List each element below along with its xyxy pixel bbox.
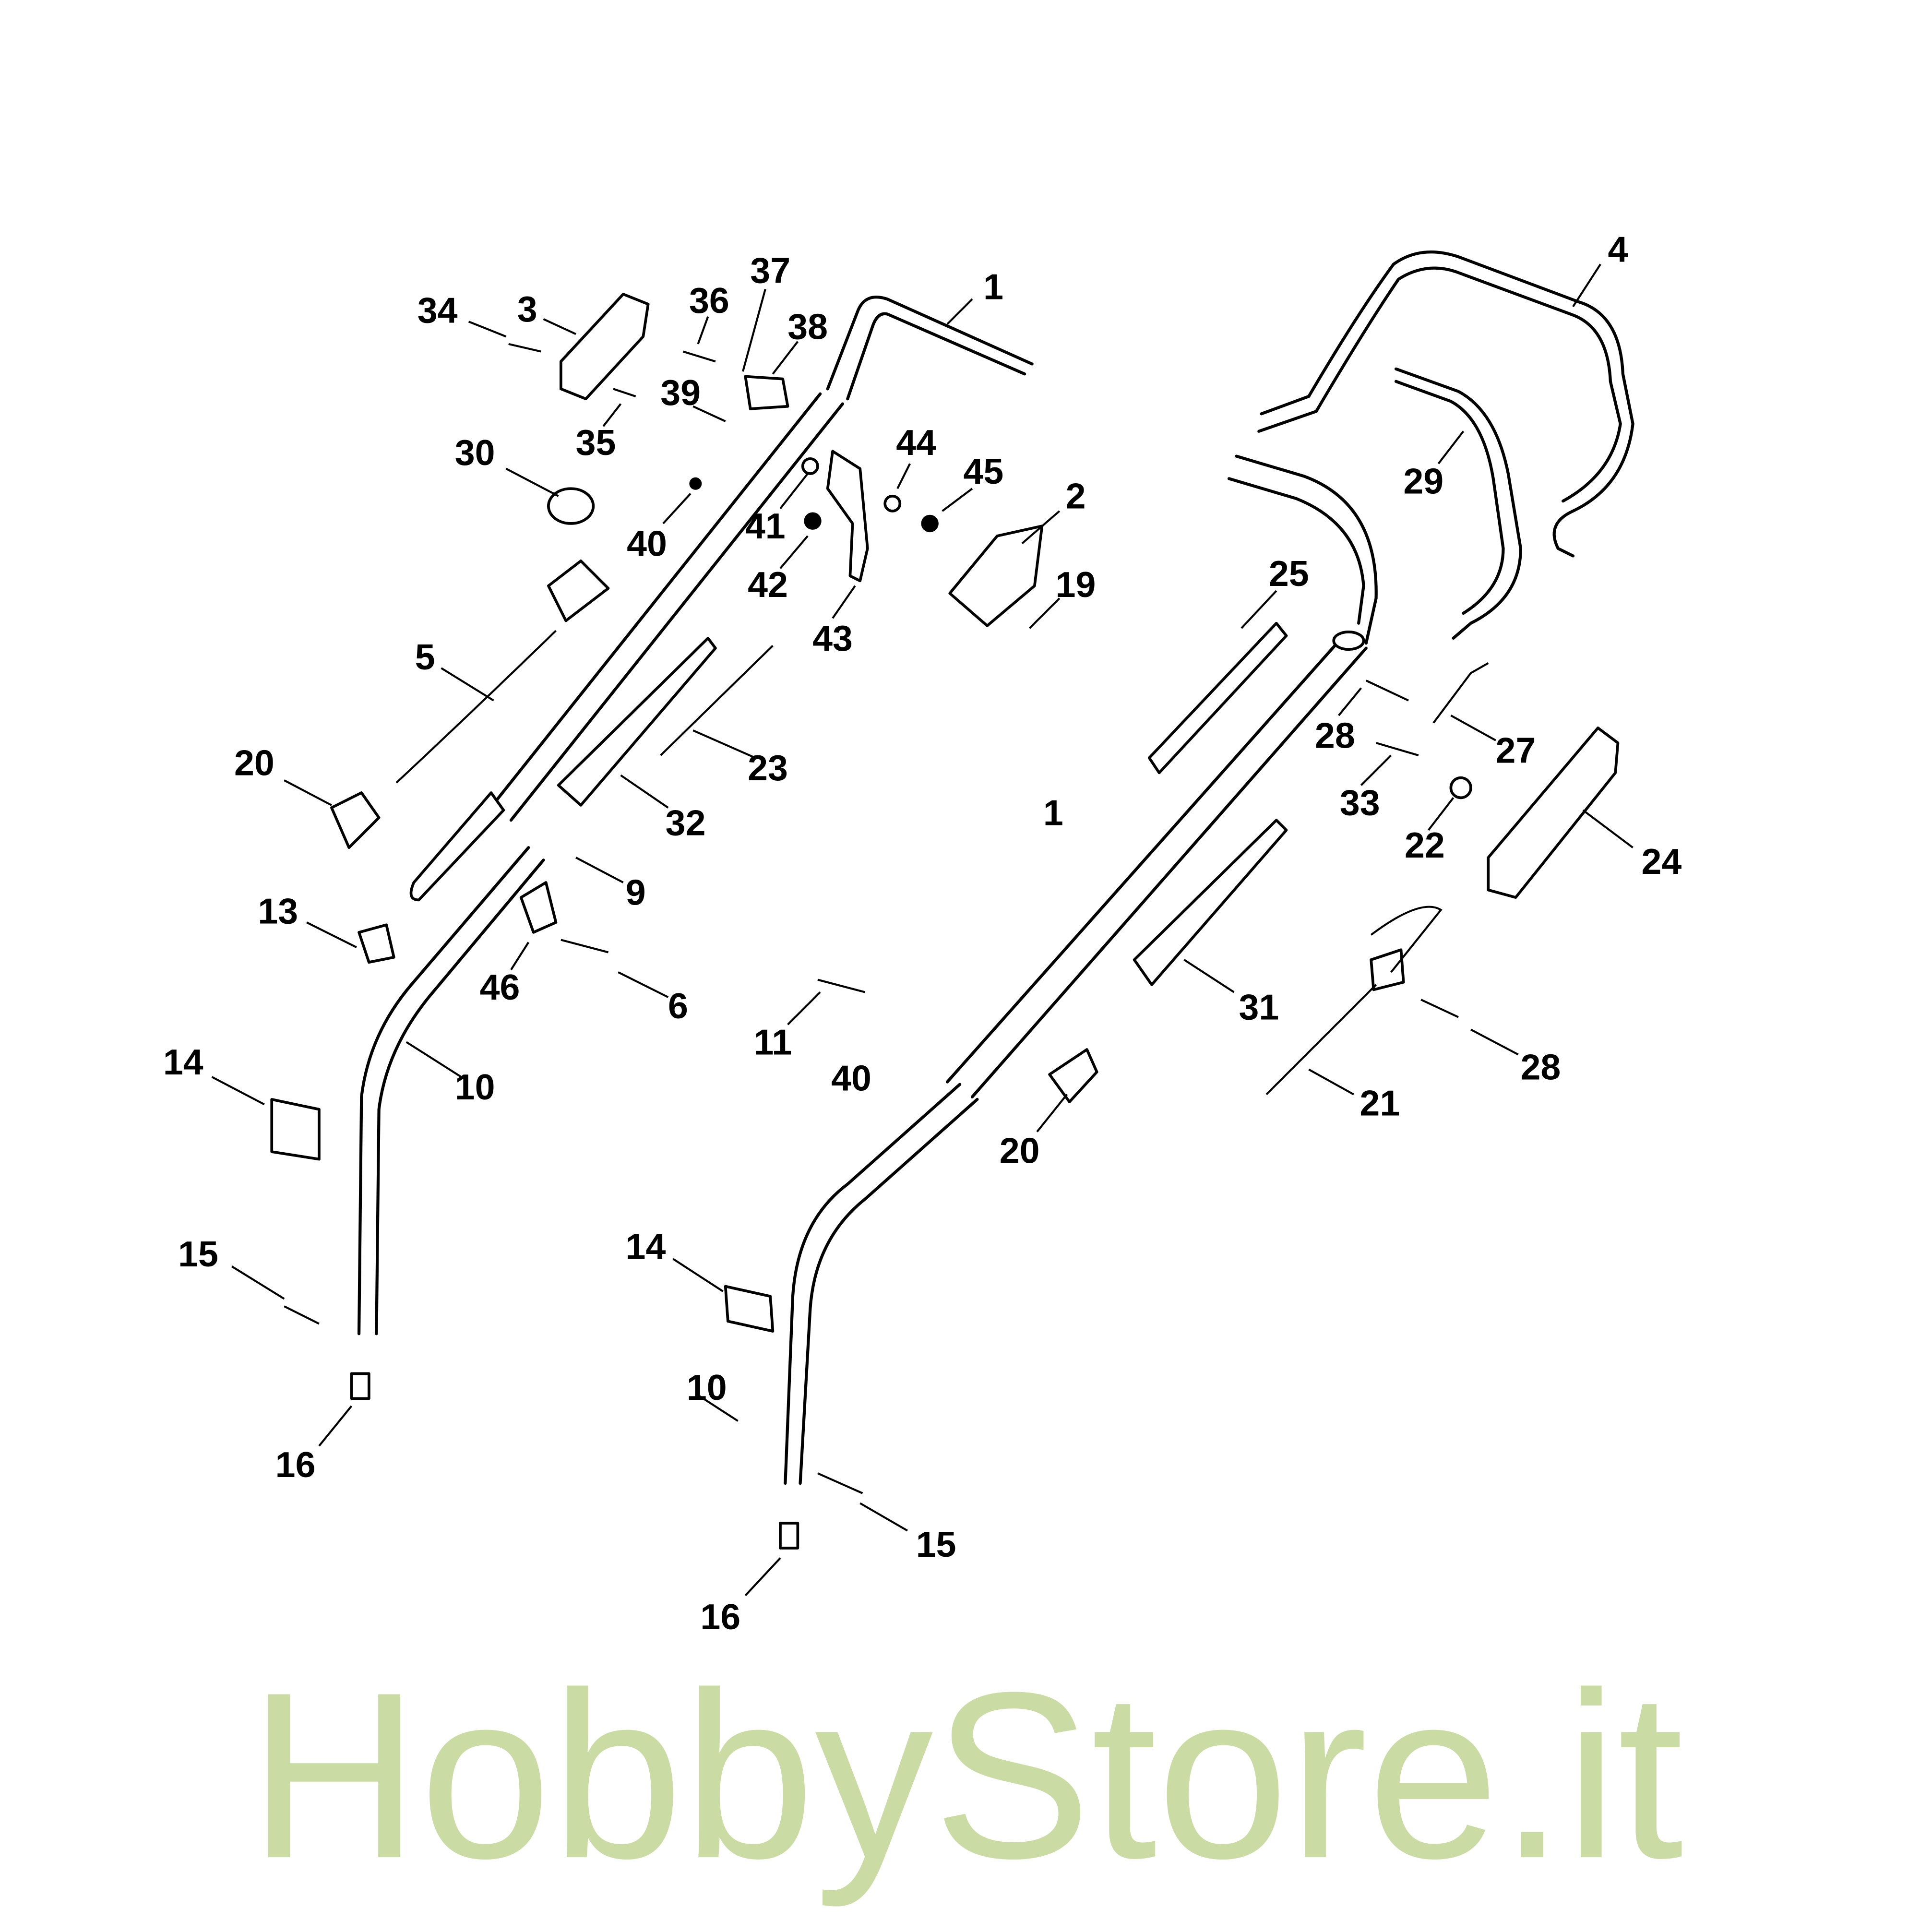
- label-15: 15: [178, 1234, 218, 1274]
- label-29: 29: [1403, 461, 1443, 501]
- label-22: 22: [1405, 825, 1445, 865]
- upper-handle-left: [409, 296, 1034, 902]
- leader-lines: [211, 263, 1634, 1597]
- label-33: 33: [1340, 783, 1380, 823]
- label-42: 42: [748, 564, 788, 605]
- label-36: 36: [689, 280, 729, 321]
- label-21: 21: [1360, 1083, 1400, 1123]
- label-38: 38: [787, 306, 828, 346]
- label-9: 9: [626, 872, 646, 913]
- label-20: 20: [234, 743, 274, 783]
- label-14: 14: [626, 1226, 666, 1266]
- label-31: 31: [1239, 987, 1279, 1027]
- label-14: 14: [163, 1042, 203, 1082]
- label-30: 30: [455, 432, 495, 473]
- parts: [270, 293, 1620, 1550]
- label-44: 44: [896, 422, 936, 463]
- label-10: 10: [455, 1067, 495, 1107]
- label-41: 41: [745, 506, 786, 546]
- label-1: 1: [983, 266, 1003, 307]
- label-16: 16: [275, 1444, 316, 1485]
- label-37: 37: [750, 250, 790, 291]
- label-1-partial: 1: [1043, 792, 1063, 833]
- label-28: 28: [1315, 715, 1355, 755]
- label-35: 35: [576, 422, 616, 463]
- label-32: 32: [666, 802, 706, 843]
- label-19: 19: [1056, 564, 1096, 605]
- bail-4: [1257, 250, 1634, 558]
- label-34: 34: [417, 290, 458, 331]
- label-46: 46: [480, 967, 520, 1007]
- label-16: 16: [700, 1597, 740, 1637]
- bail-29: [1394, 367, 1522, 640]
- lower-tube-left: [357, 846, 545, 1336]
- upper-handle-right: [945, 454, 1378, 1098]
- label-43: 43: [812, 618, 853, 658]
- label-45: 45: [963, 451, 1003, 491]
- callout-labels: 1 2 3 4 5 6 9 10 10 11 13 14 14 15 15 16…: [163, 229, 1682, 1636]
- label-5: 5: [415, 637, 435, 677]
- label-39: 39: [660, 372, 701, 413]
- label-40: 40: [831, 1058, 871, 1098]
- label-40: 40: [627, 523, 667, 563]
- lower-tube-right: [784, 1083, 979, 1485]
- label-28: 28: [1521, 1047, 1561, 1087]
- label-24: 24: [1641, 841, 1682, 882]
- label-15: 15: [916, 1524, 956, 1564]
- label-20: 20: [1000, 1130, 1040, 1170]
- label-23: 23: [748, 748, 788, 788]
- watermark: HobbyStore.it: [249, 1643, 1684, 1909]
- label-25: 25: [1269, 553, 1309, 594]
- label-3: 3: [517, 289, 537, 329]
- label-4: 4: [1608, 229, 1628, 269]
- label-11: 11: [754, 1022, 792, 1062]
- label-13: 13: [258, 891, 298, 931]
- label-6: 6: [668, 986, 688, 1026]
- label-10: 10: [687, 1367, 727, 1407]
- label-27: 27: [1496, 730, 1536, 771]
- label-2: 2: [1066, 476, 1086, 516]
